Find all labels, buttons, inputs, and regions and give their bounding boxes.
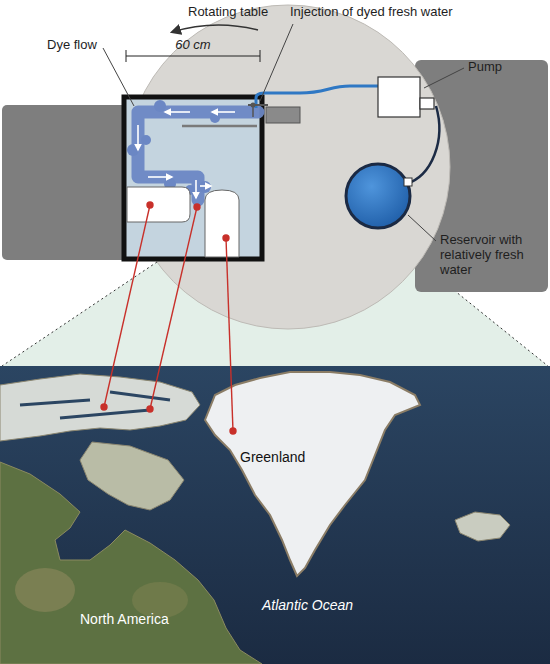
flow-arrow	[137, 125, 139, 150]
part-label: Pump	[468, 59, 502, 74]
injector	[252, 105, 254, 117]
ocean	[0, 366, 550, 664]
tank	[124, 97, 262, 259]
part-label: Injection of dyed fresh water	[290, 4, 453, 19]
dye-eddy	[199, 181, 211, 193]
leader-line	[260, 24, 293, 101]
location-line	[226, 238, 233, 431]
reservoir-cap	[404, 178, 412, 186]
dye-eddy	[210, 113, 220, 123]
baffin-island	[80, 442, 184, 510]
dye-eddy	[154, 100, 166, 112]
tube	[406, 106, 439, 184]
location-dot	[230, 428, 236, 434]
flow-arrow	[148, 176, 172, 178]
pump-box	[378, 77, 420, 117]
location-dot	[194, 204, 200, 210]
dimension-line	[126, 56, 260, 57]
baffle	[182, 125, 257, 128]
tank-box	[124, 97, 262, 259]
leader-line	[103, 48, 134, 106]
part-label: Dye flow	[47, 37, 97, 52]
greenland-block	[205, 190, 239, 257]
map-label: Atlantic Ocean	[262, 597, 353, 614]
apparatus	[248, 77, 439, 228]
dye-flow	[127, 100, 258, 200]
rotation-arrow	[172, 25, 258, 32]
arctic-channels	[20, 392, 170, 418]
iceland	[455, 512, 510, 541]
north-america	[0, 462, 262, 664]
arctic-islands	[0, 374, 200, 441]
location-line	[150, 207, 197, 409]
dimension-tick	[260, 50, 261, 62]
part-label: Reservoir with relatively fresh water	[440, 232, 544, 277]
pump-connector	[420, 98, 434, 109]
flow-arrows	[138, 112, 235, 198]
flow-arrow	[165, 111, 190, 113]
dimension-tick	[126, 50, 127, 62]
reservoir	[346, 164, 410, 228]
table-base	[2, 5, 548, 329]
map-label: North America	[80, 611, 169, 628]
leader-line	[408, 215, 436, 241]
satellite-map	[0, 366, 550, 664]
map-label: Greenland	[240, 449, 305, 466]
leaders	[103, 24, 464, 241]
dye-eddy	[141, 135, 151, 145]
flow-arrow	[195, 180, 197, 198]
land-patch	[15, 568, 75, 612]
injection-device	[266, 107, 300, 123]
greenland	[205, 372, 420, 576]
location-dot	[147, 202, 153, 208]
dimension-label: 60 cm	[175, 37, 210, 52]
island-block	[127, 187, 190, 222]
location-dot	[147, 406, 153, 412]
location-lines	[101, 202, 236, 434]
leader-line	[424, 68, 464, 88]
part-label: Rotating table	[188, 4, 268, 19]
flow-arrow	[212, 111, 235, 113]
location-dot	[223, 235, 229, 241]
location-line	[104, 205, 150, 407]
flow-arrow	[200, 185, 211, 187]
location-dot	[101, 404, 107, 410]
